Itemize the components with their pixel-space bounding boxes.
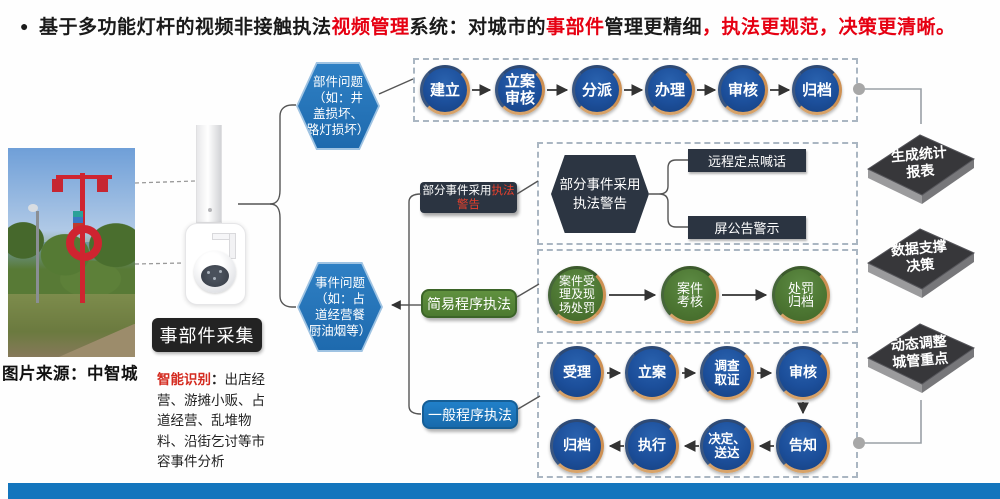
- outcome-label: 数据支撑 决策: [890, 237, 948, 275]
- flow-step: 办理: [645, 65, 695, 115]
- warning-output: 远程定点喊话: [688, 149, 806, 172]
- hexagon-line: 盖损坏、: [312, 107, 363, 121]
- outcome-label: 动态调整 城管重点: [890, 332, 949, 371]
- warning-tag: 部分事件采用执法警告: [420, 182, 517, 213]
- brace-line: [269, 104, 296, 205]
- branch-line: [378, 78, 414, 95]
- slab-shape: [866, 228, 976, 298]
- title-seg-red: 事部件: [546, 17, 605, 38]
- flow-step: 受理: [550, 346, 604, 400]
- photo-caption: 图片来源：中智城: [2, 365, 138, 383]
- flow-step: 分派: [572, 65, 622, 115]
- recognition-text: 智能识别：出店经营、游摊小贩、占道经营、乱堆物料、沿街乞讨等市容事件分析: [157, 370, 271, 473]
- title-seg-red: ，执法更规范，决策更清晰。: [702, 17, 956, 38]
- flow-step: 执行: [625, 419, 679, 473]
- hexagon-line: 事件问题: [314, 276, 365, 290]
- warning-tag-white: 部分事件采用: [422, 185, 492, 197]
- photo-lamppost-lamp: [96, 179, 108, 193]
- page-title: ● 基于多功能灯杆的视频非接触执法视频管理系统：对城市的事部件管理更精细，执法更规…: [20, 12, 980, 39]
- outcome-elbow: [864, 400, 922, 444]
- title-seg: 基于多功能灯杆的视频非接触执法: [38, 17, 332, 38]
- hexagon-line: （如：占: [314, 292, 365, 306]
- title-seg: 管理更精细: [604, 17, 703, 38]
- hexagon-law-warning: 部分事件采用 执法警告: [551, 155, 649, 233]
- title-seg-red: 视频管理: [331, 17, 410, 38]
- bullet-icon: ●: [20, 18, 29, 34]
- flow-step: 决定、 送达: [700, 419, 754, 473]
- photo-streetlight: [35, 210, 39, 303]
- warning-tag-red: 执法警告: [457, 185, 515, 211]
- simple-procedure-label: 简易程序执法: [421, 289, 517, 318]
- flow-step: 调查 取证: [700, 346, 754, 400]
- flow-step: 立案 审核: [495, 65, 545, 115]
- branch-trunk: [408, 193, 422, 415]
- flow-step: 归档: [550, 419, 604, 473]
- pole-indicator-dot: [208, 208, 212, 212]
- flow-step: 审核: [718, 65, 768, 115]
- bottom-accent-bar: [8, 483, 1000, 499]
- brace-line: [269, 203, 296, 308]
- hexagon-line: 道经营餐: [314, 308, 365, 322]
- outcome-slab-adjust: 动态调整 城管重点: [860, 318, 980, 396]
- flow-box-general: [537, 342, 858, 478]
- callout-line: [134, 180, 196, 184]
- hexagon-line: 厨油烟等）: [308, 324, 372, 338]
- lamppost-photo: [8, 148, 135, 357]
- hexagon-event-issues: 事件问题 （如：占 道经营餐 厨油烟等）: [297, 262, 383, 352]
- flow-step: 建立: [420, 65, 470, 115]
- outcome-slab-report: 生成统计 报表: [860, 129, 980, 207]
- hexagon-line: 路灯损坏）: [306, 123, 370, 137]
- flow-step: 审核: [776, 346, 830, 400]
- flow-step: 立案: [625, 346, 679, 400]
- outcome-elbow: [864, 88, 922, 124]
- pole-device-image: [196, 125, 222, 223]
- outcome-slab-decision: 数据支撑 决策: [860, 223, 980, 301]
- slab-shape: [866, 323, 976, 393]
- hexagon-line: 执法警告: [573, 196, 627, 211]
- stub-line: [516, 180, 539, 195]
- flow-step: 案件 考核: [661, 266, 719, 324]
- recognition-body: 出店经营、游摊小贩、占道经营、乱堆物料、沿街乞讨等市容事件分析: [157, 372, 265, 469]
- title-seg: 系统：对城市的: [409, 17, 547, 38]
- flow-step: 归档: [792, 65, 842, 115]
- photo-streetlight-lamp: [28, 204, 39, 213]
- photo-lamppost-sign: [72, 210, 83, 229]
- warning-output: 屏公告警示: [688, 216, 806, 239]
- hexagon-part-issues: 部件问题 （如：井 盖损坏、 路灯损坏）: [296, 62, 380, 150]
- flow-step: 处罚 归档: [772, 266, 830, 324]
- flow-step: 告知: [776, 419, 830, 473]
- flow-step: 案件受 理及现 场处罚: [548, 266, 606, 324]
- callout-line: [134, 262, 185, 265]
- photo-lamppost-lamp: [52, 179, 64, 193]
- recognition-lead: 智能识别: [157, 372, 211, 387]
- photo-lamppost-ring: [66, 225, 103, 262]
- recognition-colon: ：: [211, 372, 225, 387]
- hexagon-line: （如：井: [312, 91, 363, 105]
- outcome-label: 生成统计 报表: [890, 143, 948, 181]
- camera-lens: [201, 265, 229, 287]
- general-procedure-label: 一般程序执法: [422, 400, 518, 429]
- hexagon-line: 部分事件采用: [559, 177, 641, 192]
- ptz-camera-icon: [194, 251, 236, 293]
- hexagon-line: 部件问题: [312, 75, 363, 89]
- camera-bracket: [229, 233, 236, 259]
- slab-shape: [866, 134, 976, 204]
- stub-line: [516, 283, 540, 298]
- camera-card: [185, 223, 246, 305]
- capture-label: 事部件采集: [152, 318, 262, 352]
